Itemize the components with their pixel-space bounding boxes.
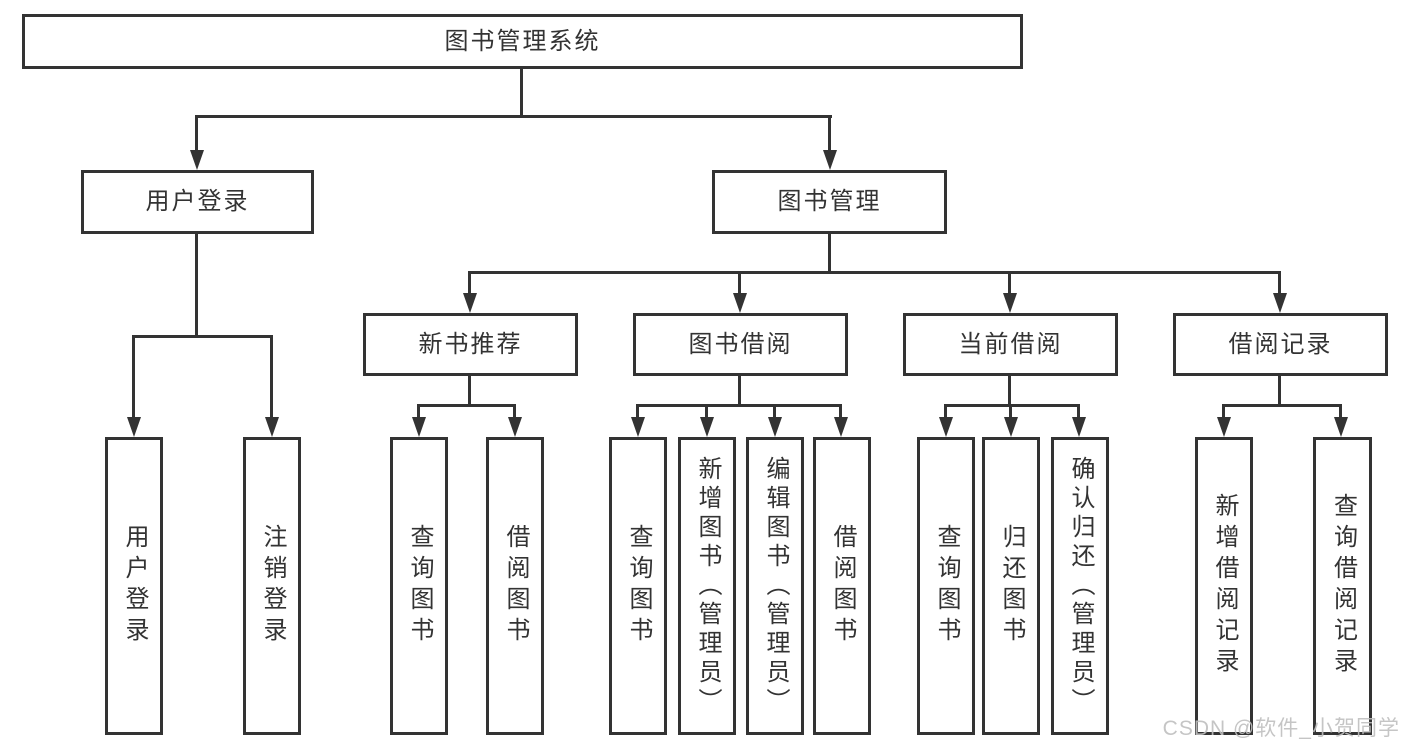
leaf-add-book-admin: 新增图书（管理员） [678, 437, 736, 735]
connector-root-hbar [195, 115, 832, 118]
leaf-query-borrow-record: 查询借阅记录 [1313, 437, 1372, 735]
leaf-add-borrow-record: 新增借阅记录 [1195, 437, 1253, 735]
leaf-logout: 注销登录 [243, 437, 301, 735]
arrow-down-icon [732, 271, 747, 313]
leaf-confirm-return-admin-label: 确认归还（管理员） [1067, 455, 1094, 717]
connector-current-borrow-hbar [944, 404, 1080, 407]
connector-user-login-hbar [132, 335, 273, 338]
node-book-management-label: 图书管理 [777, 188, 882, 215]
leaf-edit-book-admin-label: 编辑图书（管理员） [762, 455, 789, 717]
leaf-query-borrow-record-label: 查询借阅记录 [1329, 493, 1357, 679]
arrow-down-icon [1002, 271, 1017, 313]
leaf-query-books-3: 查询图书 [917, 437, 975, 735]
arrow-down-icon [1071, 404, 1086, 437]
arrow-down-icon [630, 404, 645, 437]
connector-book-mgmt-hbar [468, 271, 1281, 274]
leaf-query-books-1-label: 查询图书 [406, 524, 433, 648]
arrow-down-icon [1333, 404, 1348, 437]
connector-new-book-stem [468, 376, 471, 407]
connector-root-stem [520, 69, 523, 118]
csdn-watermark: CSDN @软件_小贺同学 [1162, 717, 1400, 740]
arrow-down-icon [264, 335, 279, 437]
leaf-query-books-2: 查询图书 [609, 437, 667, 735]
leaf-user-login-label: 用户登录 [121, 524, 148, 648]
node-book-borrow: 图书借阅 [633, 313, 848, 376]
leaf-borrow-books-2-label: 借阅图书 [829, 524, 856, 648]
leaf-return-books: 归还图书 [982, 437, 1040, 735]
node-current-borrow-label: 当前借阅 [958, 330, 1063, 358]
arrow-down-icon [699, 404, 714, 437]
leaf-borrow-books-1-label: 借阅图书 [502, 524, 529, 648]
connector-borrow-records-hbar [1222, 404, 1342, 407]
arrow-down-icon [1003, 404, 1018, 437]
connector-current-borrow-stem [1008, 376, 1011, 407]
connector-new-book-hbar [417, 404, 516, 407]
arrow-down-icon [507, 404, 522, 437]
arrow-down-icon [1272, 271, 1287, 313]
leaf-query-books-2-label: 查询图书 [625, 524, 652, 648]
leaf-query-books-1: 查询图书 [390, 437, 448, 735]
node-current-borrow: 当前借阅 [903, 313, 1118, 376]
node-borrow-records: 借阅记录 [1173, 313, 1388, 376]
leaf-add-book-admin-label: 新增图书（管理员） [694, 455, 721, 717]
node-book-borrow-label: 图书借阅 [688, 330, 793, 358]
leaf-borrow-books-2: 借阅图书 [813, 437, 871, 735]
leaf-logout-label: 注销登录 [259, 524, 286, 648]
leaf-borrow-books-1: 借阅图书 [486, 437, 544, 735]
connector-user-login-stem [195, 234, 198, 338]
leaf-query-books-3-label: 查询图书 [933, 524, 960, 648]
leaf-return-books-label: 归还图书 [998, 524, 1025, 648]
arrow-down-icon [126, 335, 141, 437]
arrow-down-icon [822, 115, 837, 170]
leaf-confirm-return-admin: 确认归还（管理员） [1051, 437, 1109, 735]
node-user-login: 用户登录 [81, 170, 314, 234]
node-user-login-label: 用户登录 [145, 188, 250, 215]
leaf-user-login: 用户登录 [105, 437, 163, 735]
arrow-down-icon [1216, 404, 1231, 437]
arrow-down-icon [462, 271, 477, 313]
node-new-book-recommend: 新书推荐 [363, 313, 578, 376]
connector-book-borrow-stem [738, 376, 741, 407]
arrow-down-icon [767, 404, 782, 437]
connector-book-mgmt-stem [828, 234, 831, 274]
leaf-edit-book-admin: 编辑图书（管理员） [746, 437, 804, 735]
arrow-down-icon [411, 404, 426, 437]
arrow-down-icon [938, 404, 953, 437]
node-root: 图书管理系统 [22, 14, 1023, 69]
node-new-book-recommend-label: 新书推荐 [418, 330, 523, 358]
leaf-add-borrow-record-label: 新增借阅记录 [1211, 493, 1238, 679]
node-borrow-records-label: 借阅记录 [1228, 330, 1333, 358]
arrow-down-icon [189, 115, 204, 170]
connector-book-borrow-hbar [636, 404, 842, 407]
arrow-down-icon [833, 404, 848, 437]
connector-borrow-records-stem [1278, 376, 1281, 407]
node-book-management: 图书管理 [712, 170, 947, 234]
node-root-label: 图书管理系统 [444, 27, 601, 55]
